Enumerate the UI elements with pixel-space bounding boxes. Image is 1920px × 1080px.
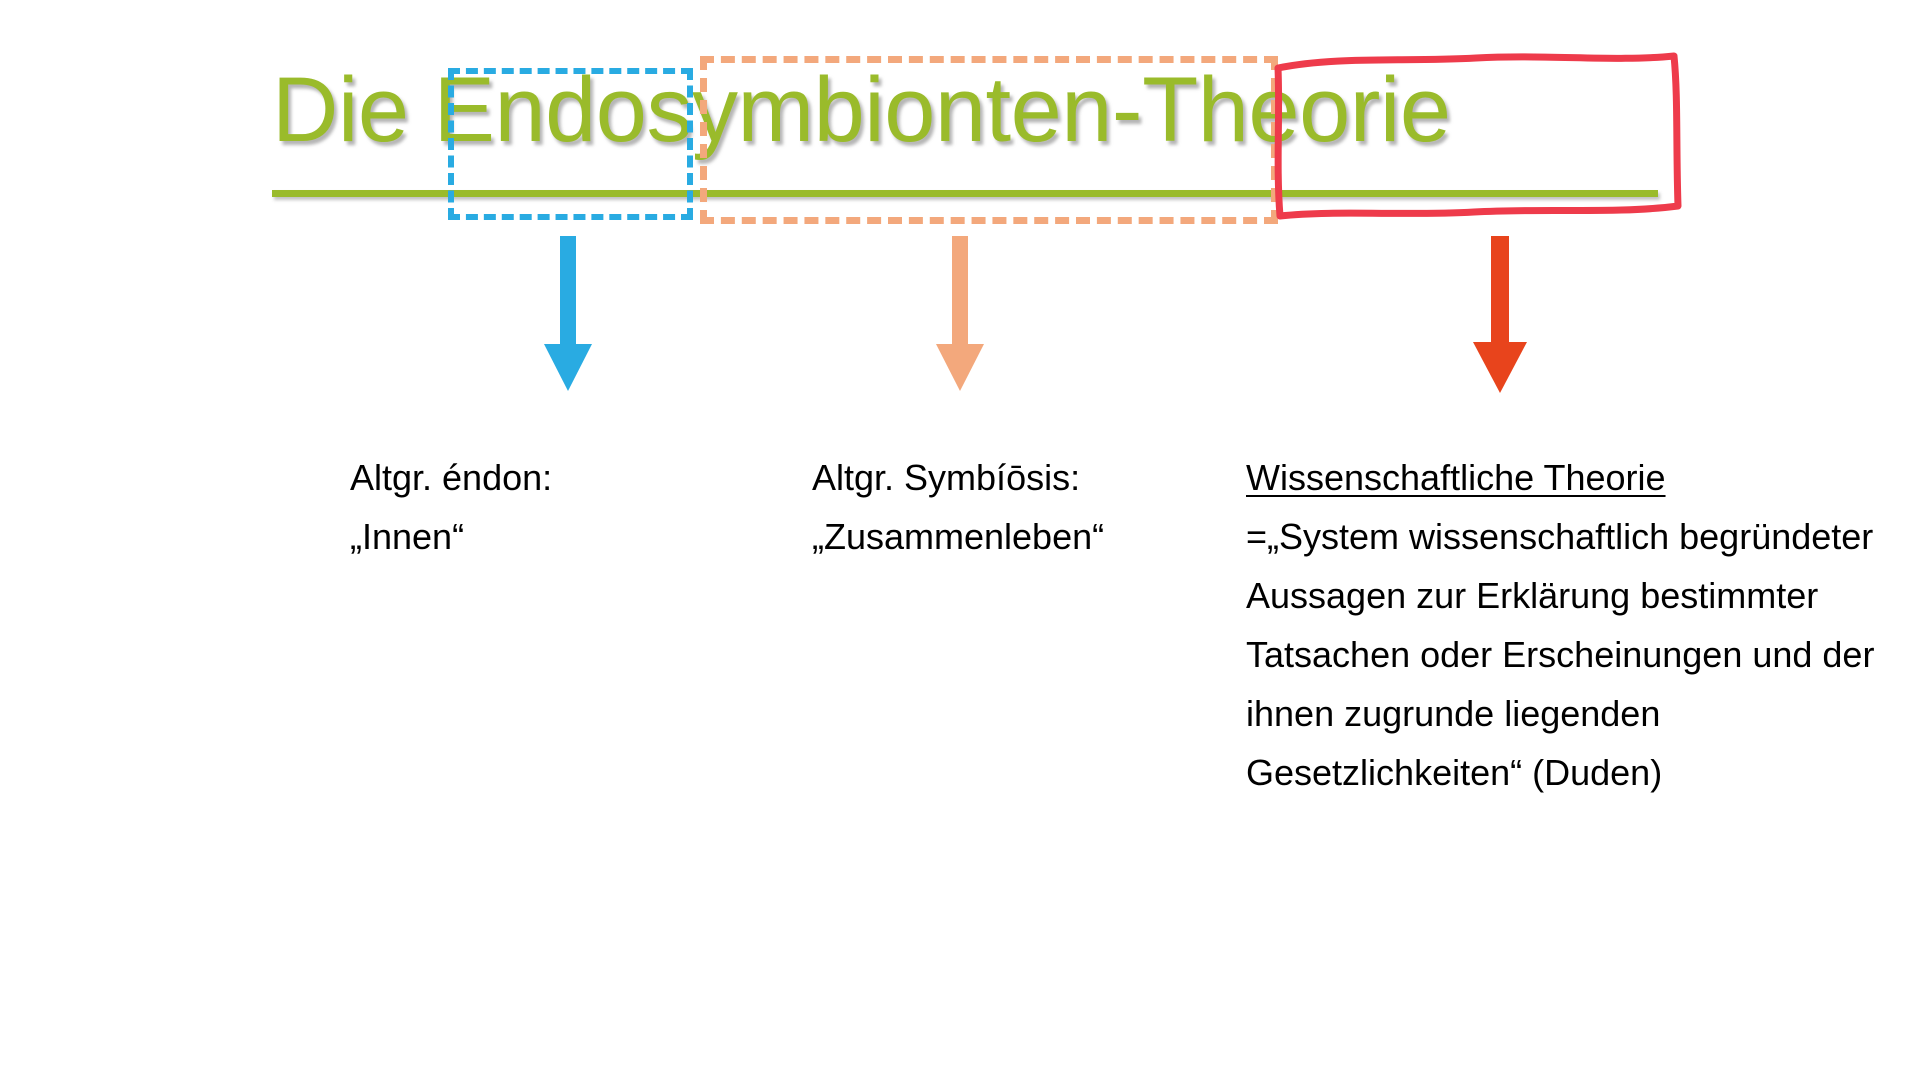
symbiose-line-1: Altgr. Symbíōsis:	[812, 457, 1081, 498]
arrow-down-symbionten	[930, 236, 990, 396]
arrow-down-endo	[538, 236, 598, 396]
text-column-endon: Altgr. éndon: „Innen“	[350, 448, 680, 566]
endon-line-1: Altgr. éndon:	[350, 457, 553, 498]
theorie-body: =„System wissenschaftlich begründeter Au…	[1246, 516, 1875, 793]
endon-line-2: „Innen“	[350, 516, 465, 557]
symbiose-line-2: „Zusammenleben“	[812, 516, 1105, 557]
title-block: Die Endosymbionten-Theorie	[272, 54, 1672, 204]
page-title: Die Endosymbionten-Theorie	[272, 59, 1451, 161]
arrow-down-theorie	[1470, 236, 1530, 396]
text-column-theorie: Wissenschaftliche Theorie =„System wisse…	[1246, 448, 1906, 802]
annotation-box-symbionten	[700, 56, 1278, 224]
annotation-box-endo	[448, 68, 693, 220]
text-column-symbiose: Altgr. Symbíōsis: „Zusammenleben“	[812, 448, 1212, 566]
theorie-heading: Wissenschaftliche Theorie	[1246, 457, 1666, 498]
title-underline	[272, 190, 1658, 197]
annotation-box-theorie	[1266, 36, 1686, 232]
